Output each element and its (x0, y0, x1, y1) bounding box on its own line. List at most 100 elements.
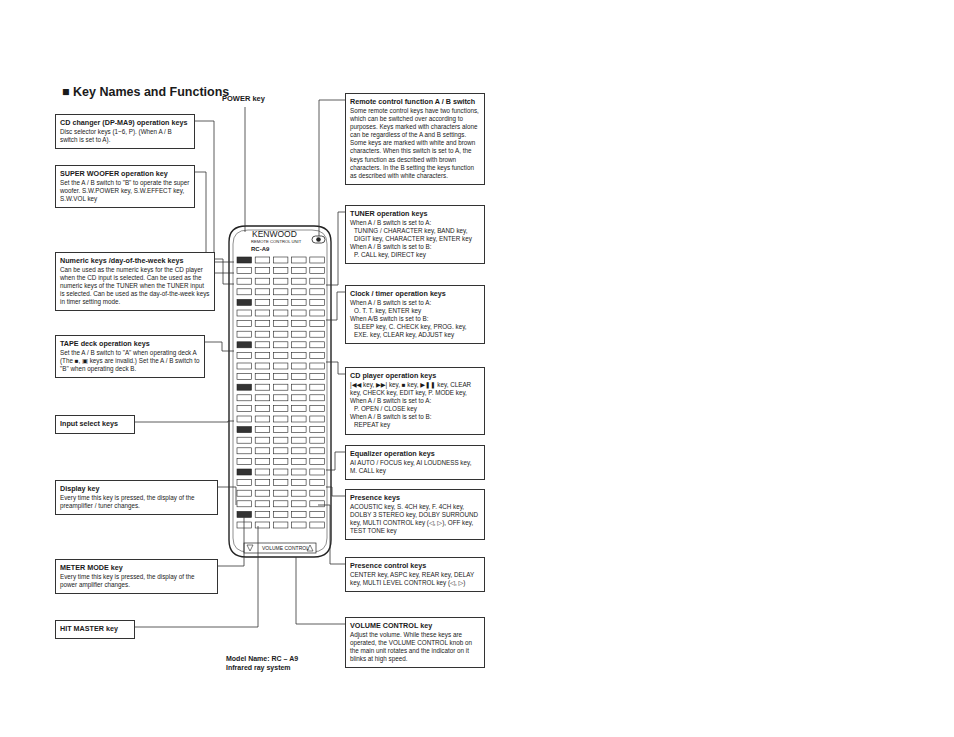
remote-key (292, 416, 307, 422)
box-text: REPEAT key (350, 421, 480, 429)
remote-key (255, 310, 270, 316)
remote-key (292, 395, 307, 401)
remote-key (273, 257, 288, 263)
remote-key (273, 352, 288, 358)
callout-box: Numeric keys /day-of-the-week keysCan be… (55, 252, 215, 311)
box-text: Set the A / B switch to "A" when operati… (60, 349, 200, 373)
remote-key (273, 321, 288, 327)
remote-key (292, 469, 307, 475)
remote-key (292, 448, 307, 454)
remote-key (273, 289, 288, 295)
leader-line (326, 292, 345, 320)
remote-body (229, 226, 331, 557)
remote-key (237, 458, 252, 464)
remote-key (237, 257, 252, 263)
remote-key (255, 480, 270, 486)
remote-key (273, 458, 288, 464)
remote-key (273, 490, 288, 496)
remote-key (273, 363, 288, 369)
remote-key (273, 374, 288, 380)
remote-key (237, 384, 252, 390)
remote-key (310, 437, 325, 443)
callout-box: Display keyEvery time this key is presse… (55, 480, 218, 515)
remote-key (237, 490, 252, 496)
box-heading: HIT MASTER key (60, 624, 130, 633)
remote-key (273, 437, 288, 443)
box-text: Adjust the volume. While these keys are … (350, 631, 480, 663)
callout-box: Clock / timer operation keysWhen A / B s… (345, 285, 485, 344)
remote-key (273, 405, 288, 411)
remote-key (292, 257, 307, 263)
label: Model Name: RC – A9 (226, 655, 298, 663)
callout-box: Remote control function A / B switchSome… (345, 93, 485, 185)
remote-key (310, 342, 325, 348)
remote-key (292, 331, 307, 337)
remote-key (292, 458, 307, 464)
remote-key (273, 268, 288, 274)
callout-box: METER MODE keyEvery time this key is pre… (55, 559, 218, 594)
leader-line (319, 100, 345, 236)
leader-line (218, 516, 244, 566)
remote-key (237, 416, 252, 422)
callout-box: TAPE deck operation keysSet the A / B sw… (55, 335, 205, 378)
box-text: When A / B switch is set to A: (350, 299, 480, 307)
remote-key (310, 352, 325, 358)
remote-key (292, 278, 307, 284)
remote-key (273, 384, 288, 390)
remote-key (237, 342, 252, 348)
remote-key (292, 501, 307, 507)
remote-key (310, 522, 325, 528)
leader-line (218, 487, 236, 505)
remote-key (273, 480, 288, 486)
remote-key (310, 458, 325, 464)
remote-key (292, 511, 307, 517)
label: KENWOOD (252, 230, 297, 239)
remote-key (292, 522, 307, 528)
remote-key (255, 289, 270, 295)
box-text: O. T. T. key, ENTER key (350, 307, 480, 315)
remote-key (273, 501, 288, 507)
remote-key (237, 427, 252, 433)
remote-key (255, 331, 270, 337)
box-heading: Clock / timer operation keys (350, 289, 480, 298)
remote-key (255, 363, 270, 369)
remote-key (292, 374, 307, 380)
box-text: TUNING / CHARACTER key, BAND key, DIGIT … (350, 227, 480, 243)
callout-box: HIT MASTER key (55, 620, 135, 639)
remote-key (292, 352, 307, 358)
remote-key (255, 278, 270, 284)
remote-key (273, 448, 288, 454)
label: POWER key (222, 95, 265, 103)
remote-key (292, 427, 307, 433)
box-text: Every time this key is pressed, the disp… (60, 573, 213, 589)
remote-key (292, 363, 307, 369)
box-heading: VOLUME CONTROL key (350, 621, 480, 630)
power-leader (245, 107, 246, 232)
remote-key (255, 299, 270, 305)
box-text: P. CALL key, DIRECT key (350, 251, 480, 259)
box-heading: TUNER operation keys (350, 209, 480, 218)
leader-line (296, 557, 345, 624)
remote-key (255, 416, 270, 422)
remote-key (237, 405, 252, 411)
remote-key (255, 352, 270, 358)
remote-key (310, 384, 325, 390)
remote-key (237, 363, 252, 369)
callout-box: SUPER WOOFER operation keySet the A / B … (55, 165, 195, 208)
label: VOLUME CONTROL (262, 546, 309, 552)
remote-key (310, 501, 325, 507)
remote-key (310, 480, 325, 486)
remote-key (292, 321, 307, 327)
callout-box: TUNER operation keysWhen A / B switch is… (345, 205, 485, 264)
remote-key (273, 331, 288, 337)
remote-key (255, 321, 270, 327)
remote-key (237, 289, 252, 295)
remote-key (255, 268, 270, 274)
remote-key (255, 257, 270, 263)
remote-key (310, 331, 325, 337)
leader-line (326, 212, 345, 285)
remote-key (255, 469, 270, 475)
box-heading: Presence control keys (350, 561, 480, 570)
remote-key (237, 321, 252, 327)
box-heading: SUPER WOOFER operation key (60, 169, 190, 178)
